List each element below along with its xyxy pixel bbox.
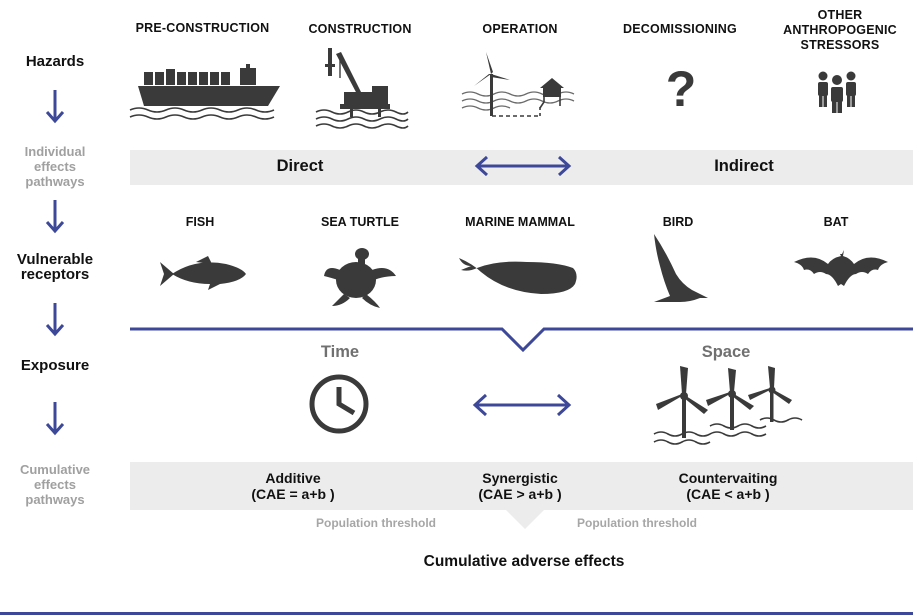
wind-turbine-substation-icon [461, 52, 575, 117]
cae-countervailing: Countervaiting (CAE < a+b ) [678, 470, 778, 502]
cae-additive: Additive (CAE = a+b ) [251, 470, 335, 502]
people-group-icon [818, 71, 856, 113]
receptor-fish: FISH [185, 215, 215, 229]
double-arrow-icon [474, 155, 572, 177]
cumulative-band [130, 462, 913, 510]
receptor-bird: BIRD [662, 215, 694, 229]
clock-icon [309, 374, 369, 434]
fish-icon [160, 256, 246, 290]
down-arrow-icon [45, 402, 65, 436]
band-indirect: Indirect [714, 157, 774, 175]
svg-text:?: ? [666, 61, 697, 117]
exposure-time: Time [320, 343, 360, 361]
exposure-space: Space [701, 343, 751, 361]
question-mark-icon: ? [666, 61, 697, 117]
down-arrow-icon [45, 90, 65, 124]
bat-icon [794, 250, 888, 286]
band-direct: Direct [276, 157, 324, 175]
receptor-sea-turtle: SEA TURTLE [320, 215, 399, 229]
outcome-label: Cumulative adverse effects [423, 553, 625, 570]
hazard-other-stressors: OTHER ANTHROPOGENIC STRESSORS [783, 8, 897, 52]
label-individual-pathways: Individual effects pathways [24, 144, 86, 189]
population-threshold-left: Population threshold [316, 516, 436, 530]
hazard-construction: CONSTRUCTION [308, 22, 412, 36]
ship-icon [129, 64, 280, 120]
sea-turtle-icon [324, 248, 396, 308]
down-arrow-icon [45, 200, 65, 234]
down-arrow-icon [45, 303, 65, 337]
receptor-marine-mammal: MARINE MAMMAL [465, 215, 575, 229]
label-cumulative-pathways: Cumulative effects pathways [19, 462, 91, 507]
label-exposure: Exposure [20, 357, 90, 374]
hazard-decomissioning: DECOMISSIONING [623, 22, 737, 36]
bird-icon [654, 234, 708, 302]
population-threshold-right: Population threshold [577, 516, 697, 530]
receptor-bat: BAT [823, 215, 849, 229]
bottom-rule [0, 612, 913, 615]
band-pointer [505, 509, 545, 529]
construction-platform-icon [315, 48, 409, 129]
hazard-operation: OPERATION [482, 22, 558, 36]
whale-icon [459, 258, 577, 294]
wind-farm-icon [653, 366, 803, 445]
label-hazards: Hazards [25, 53, 85, 70]
hazard-pre-construction: PRE-CONSTRUCTION [135, 21, 270, 35]
exposure-divider [130, 327, 913, 353]
label-vulnerable-receptors: Vulnerable receptors [16, 251, 94, 283]
double-arrow-icon [472, 393, 572, 417]
cae-synergistic: Synergistic (CAE > a+b ) [478, 470, 562, 502]
